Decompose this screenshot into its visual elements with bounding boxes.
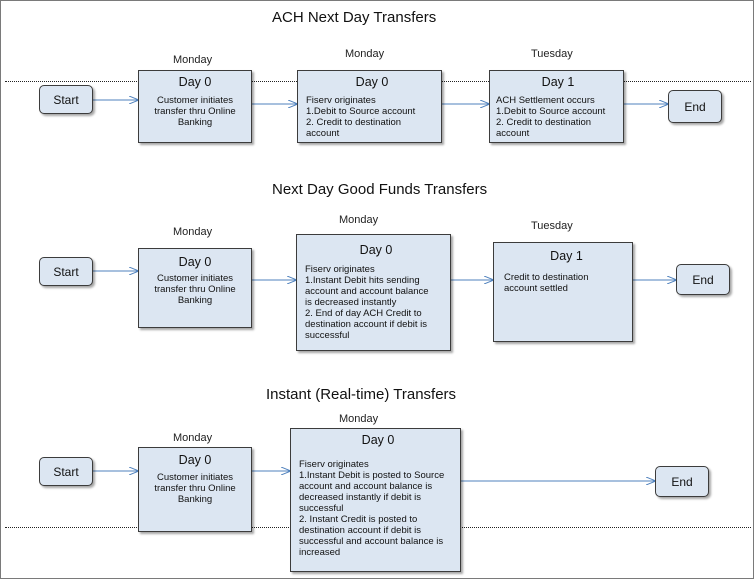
instant-step1-line: transfer thru Online <box>154 483 236 494</box>
ach-step1-day-name: Monday <box>173 54 213 66</box>
instant-start-node: Start <box>39 457 93 486</box>
instant-end-node: End <box>655 466 709 497</box>
good-funds-step3-day-name: Tuesday <box>531 220 573 232</box>
ach-step3-line: 2. Credit to destination <box>496 117 592 128</box>
ach-end-label: End <box>684 99 706 114</box>
good-funds-step2-line: account and account balance <box>305 286 429 297</box>
instant-section-title: Instant (Real-time) Transfers <box>266 386 457 403</box>
ach-step3-box: Day 1 ACH Settlement occurs 1.Debit to S… <box>489 70 624 143</box>
instant-step2-line: 1.Instant Debit is posted to Source <box>299 470 445 481</box>
good-funds-step2-line: 1.Instant Debit hits sending <box>305 275 420 286</box>
ach-step1-box: Day 0 Customer initiates transfer thru O… <box>138 70 252 143</box>
good-funds-step2-line: is decreased instantly <box>305 297 397 308</box>
ach-step3-line: account <box>496 128 530 139</box>
good-funds-step3-box: Day 1 Credit to destination account sett… <box>493 242 633 342</box>
ach-step2-text: Fiserv originates 1.Debit to Source acco… <box>306 95 438 139</box>
ach-start-node: Start <box>39 85 93 114</box>
good-funds-step3-line: account settled <box>504 283 568 294</box>
ach-end-node: End <box>668 90 722 123</box>
ach-step2-header: Day 0 <box>355 75 389 89</box>
ach-step2-line: account <box>306 128 340 139</box>
instant-step1-line: Customer initiates <box>156 472 234 483</box>
instant-step1-day-name: Monday <box>173 432 213 444</box>
instant-step1-header: Day 0 <box>178 453 212 467</box>
ach-step3-header: Day 1 <box>541 75 575 89</box>
ach-step1-line: Customer initiates <box>156 95 234 106</box>
instant-step1-text: Customer initiates transfer thru Online … <box>142 472 248 505</box>
ach-step3-day-name: Tuesday <box>531 48 573 60</box>
good-funds-end-node: End <box>676 264 730 295</box>
good-funds-step2-header: Day 0 <box>359 243 393 257</box>
good-funds-step2-line: Fiserv originates <box>305 264 375 275</box>
instant-step2-header: Day 0 <box>361 433 395 447</box>
good-funds-start-label: Start <box>53 264 79 279</box>
instant-step2-text: Fiserv originates 1.Instant Debit is pos… <box>299 459 457 558</box>
instant-step1-line: Banking <box>177 494 213 505</box>
ach-step3-line: ACH Settlement occurs <box>496 95 595 106</box>
good-funds-step1-box: Day 0 Customer initiates transfer thru O… <box>138 248 252 328</box>
good-funds-step2-day-name: Monday <box>339 214 379 226</box>
ach-step2-line: Fiserv originates <box>306 95 376 106</box>
instant-start-label: Start <box>53 464 79 479</box>
instant-step2-line: decreased instantly if debit is <box>299 492 421 503</box>
ach-step1-line: Banking <box>177 117 213 128</box>
ach-step2-day-name: Monday <box>345 48 385 60</box>
ach-step3-text: ACH Settlement occurs 1.Debit to Source … <box>496 95 620 139</box>
good-funds-step1-line: transfer thru Online <box>154 284 236 295</box>
ach-step1-text: Customer initiates transfer thru Online … <box>142 95 248 128</box>
good-funds-step3-line: Credit to destination <box>504 272 589 283</box>
instant-step2-line: destination account if debit is <box>299 525 421 536</box>
good-funds-step1-text: Customer initiates transfer thru Online … <box>142 273 248 306</box>
instant-step2-line: successful and account balance is <box>299 536 444 547</box>
ach-step2-line: 1.Debit to Source account <box>306 106 416 117</box>
instant-step2-line: account and account balance is <box>299 481 433 492</box>
good-funds-step1-day-name: Monday <box>173 226 213 238</box>
good-funds-end-label: End <box>692 272 714 287</box>
instant-end-label: End <box>671 474 693 489</box>
good-funds-step2-line: destination account if debit is <box>305 319 427 330</box>
good-funds-section-title: Next Day Good Funds Transfers <box>272 181 488 198</box>
good-funds-step1-line: Customer initiates <box>156 273 234 284</box>
ach-step1-header: Day 0 <box>178 75 212 89</box>
instant-step1-box: Day 0 Customer initiates transfer thru O… <box>138 447 252 532</box>
good-funds-step1-header: Day 0 <box>178 255 212 269</box>
ach-step2-line: 2. Credit to destination <box>306 117 402 128</box>
instant-step2-line: 2. Instant Credit is posted to <box>299 514 418 525</box>
ach-step3-line: 1.Debit to Source account <box>496 106 606 117</box>
good-funds-step3-text: Credit to destination account settled <box>504 272 629 294</box>
good-funds-step3-header: Day 1 <box>550 249 583 263</box>
good-funds-step2-line: 2. End of day ACH Credit to <box>305 308 422 319</box>
good-funds-step2-text: Fiserv originates 1.Instant Debit hits s… <box>305 264 447 341</box>
ach-step2-box: Day 0 Fiserv originates 1.Debit to Sourc… <box>297 70 442 143</box>
ach-section-title: ACH Next Day Transfers <box>272 9 437 26</box>
good-funds-start-node: Start <box>39 257 93 286</box>
ach-step1-line: transfer thru Online <box>154 106 236 117</box>
instant-step2-line: Fiserv originates <box>299 459 369 470</box>
instant-step2-line: increased <box>299 547 341 558</box>
instant-step2-day-name: Monday <box>339 413 379 425</box>
good-funds-step2-line: successful <box>305 330 350 341</box>
instant-step2-line: successful <box>299 503 344 514</box>
good-funds-step2-box: Day 0 Fiserv originates 1.Instant Debit … <box>296 234 451 351</box>
instant-step2-box: Day 0 Fiserv originates 1.Instant Debit … <box>290 428 461 572</box>
good-funds-step1-line: Banking <box>177 295 213 306</box>
ach-start-label: Start <box>53 92 79 107</box>
